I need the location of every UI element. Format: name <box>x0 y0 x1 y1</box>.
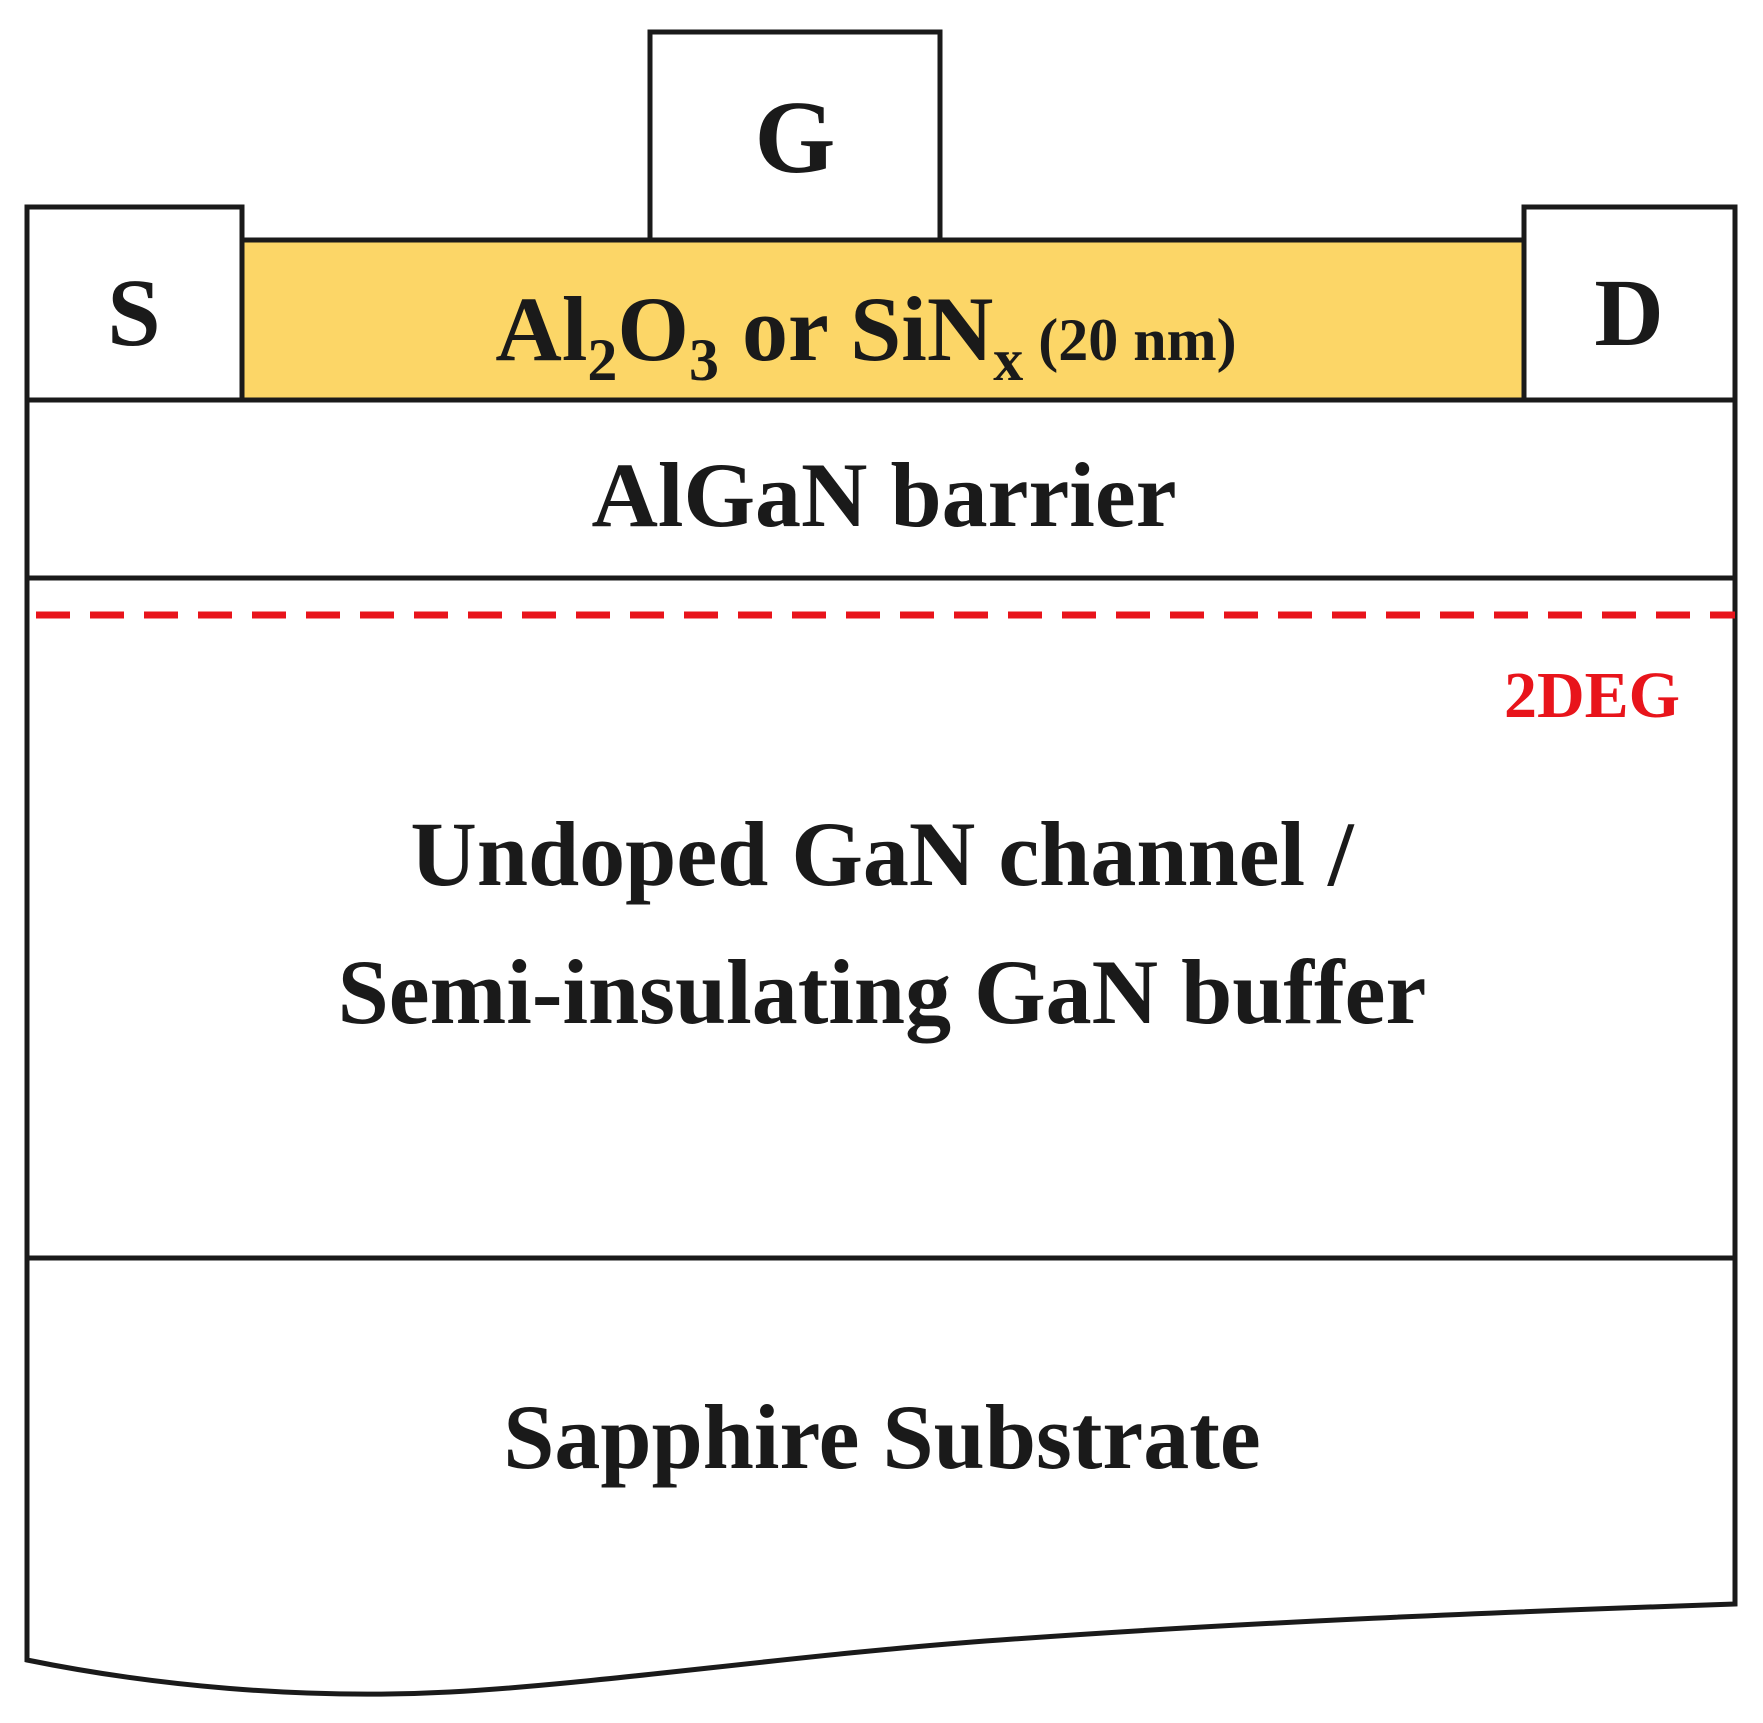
gate-label: G <box>755 80 836 195</box>
algan-barrier-label: AlGaN barrier <box>591 444 1176 546</box>
oxide-label-or-sin: or SiN <box>719 278 993 380</box>
gan-channel-label-line2: Semi-insulating GaN buffer <box>338 941 1427 1043</box>
gan-channel-label-line1: Undoped GaN channel / <box>410 803 1355 905</box>
sapphire-substrate-layer <box>24 1255 1738 1697</box>
oxide-label-sub-2: 2 <box>587 327 617 393</box>
twodeg-label: 2DEG <box>1504 659 1680 732</box>
oxide-label-sub-3: 3 <box>689 327 719 393</box>
source-label: S <box>107 259 160 366</box>
algan-barrier-layer <box>24 397 1738 581</box>
sapphire-substrate-label: Sapphire Substrate <box>503 1386 1260 1488</box>
gate-contact <box>647 29 943 243</box>
drain-contact <box>1521 204 1738 403</box>
drain-label: D <box>1594 259 1663 366</box>
oxide-label-al: Al <box>495 278 587 380</box>
source-contact <box>24 204 245 403</box>
oxide-label-sub-x: x <box>993 327 1023 393</box>
oxide-label-o: O <box>617 278 689 380</box>
gate-oxide-label: Al2O3 or SiNx (20 nm) <box>495 278 1236 393</box>
gan-channel-layer <box>24 575 1738 1261</box>
oxide-thickness-label: (20 nm) <box>1023 307 1236 373</box>
